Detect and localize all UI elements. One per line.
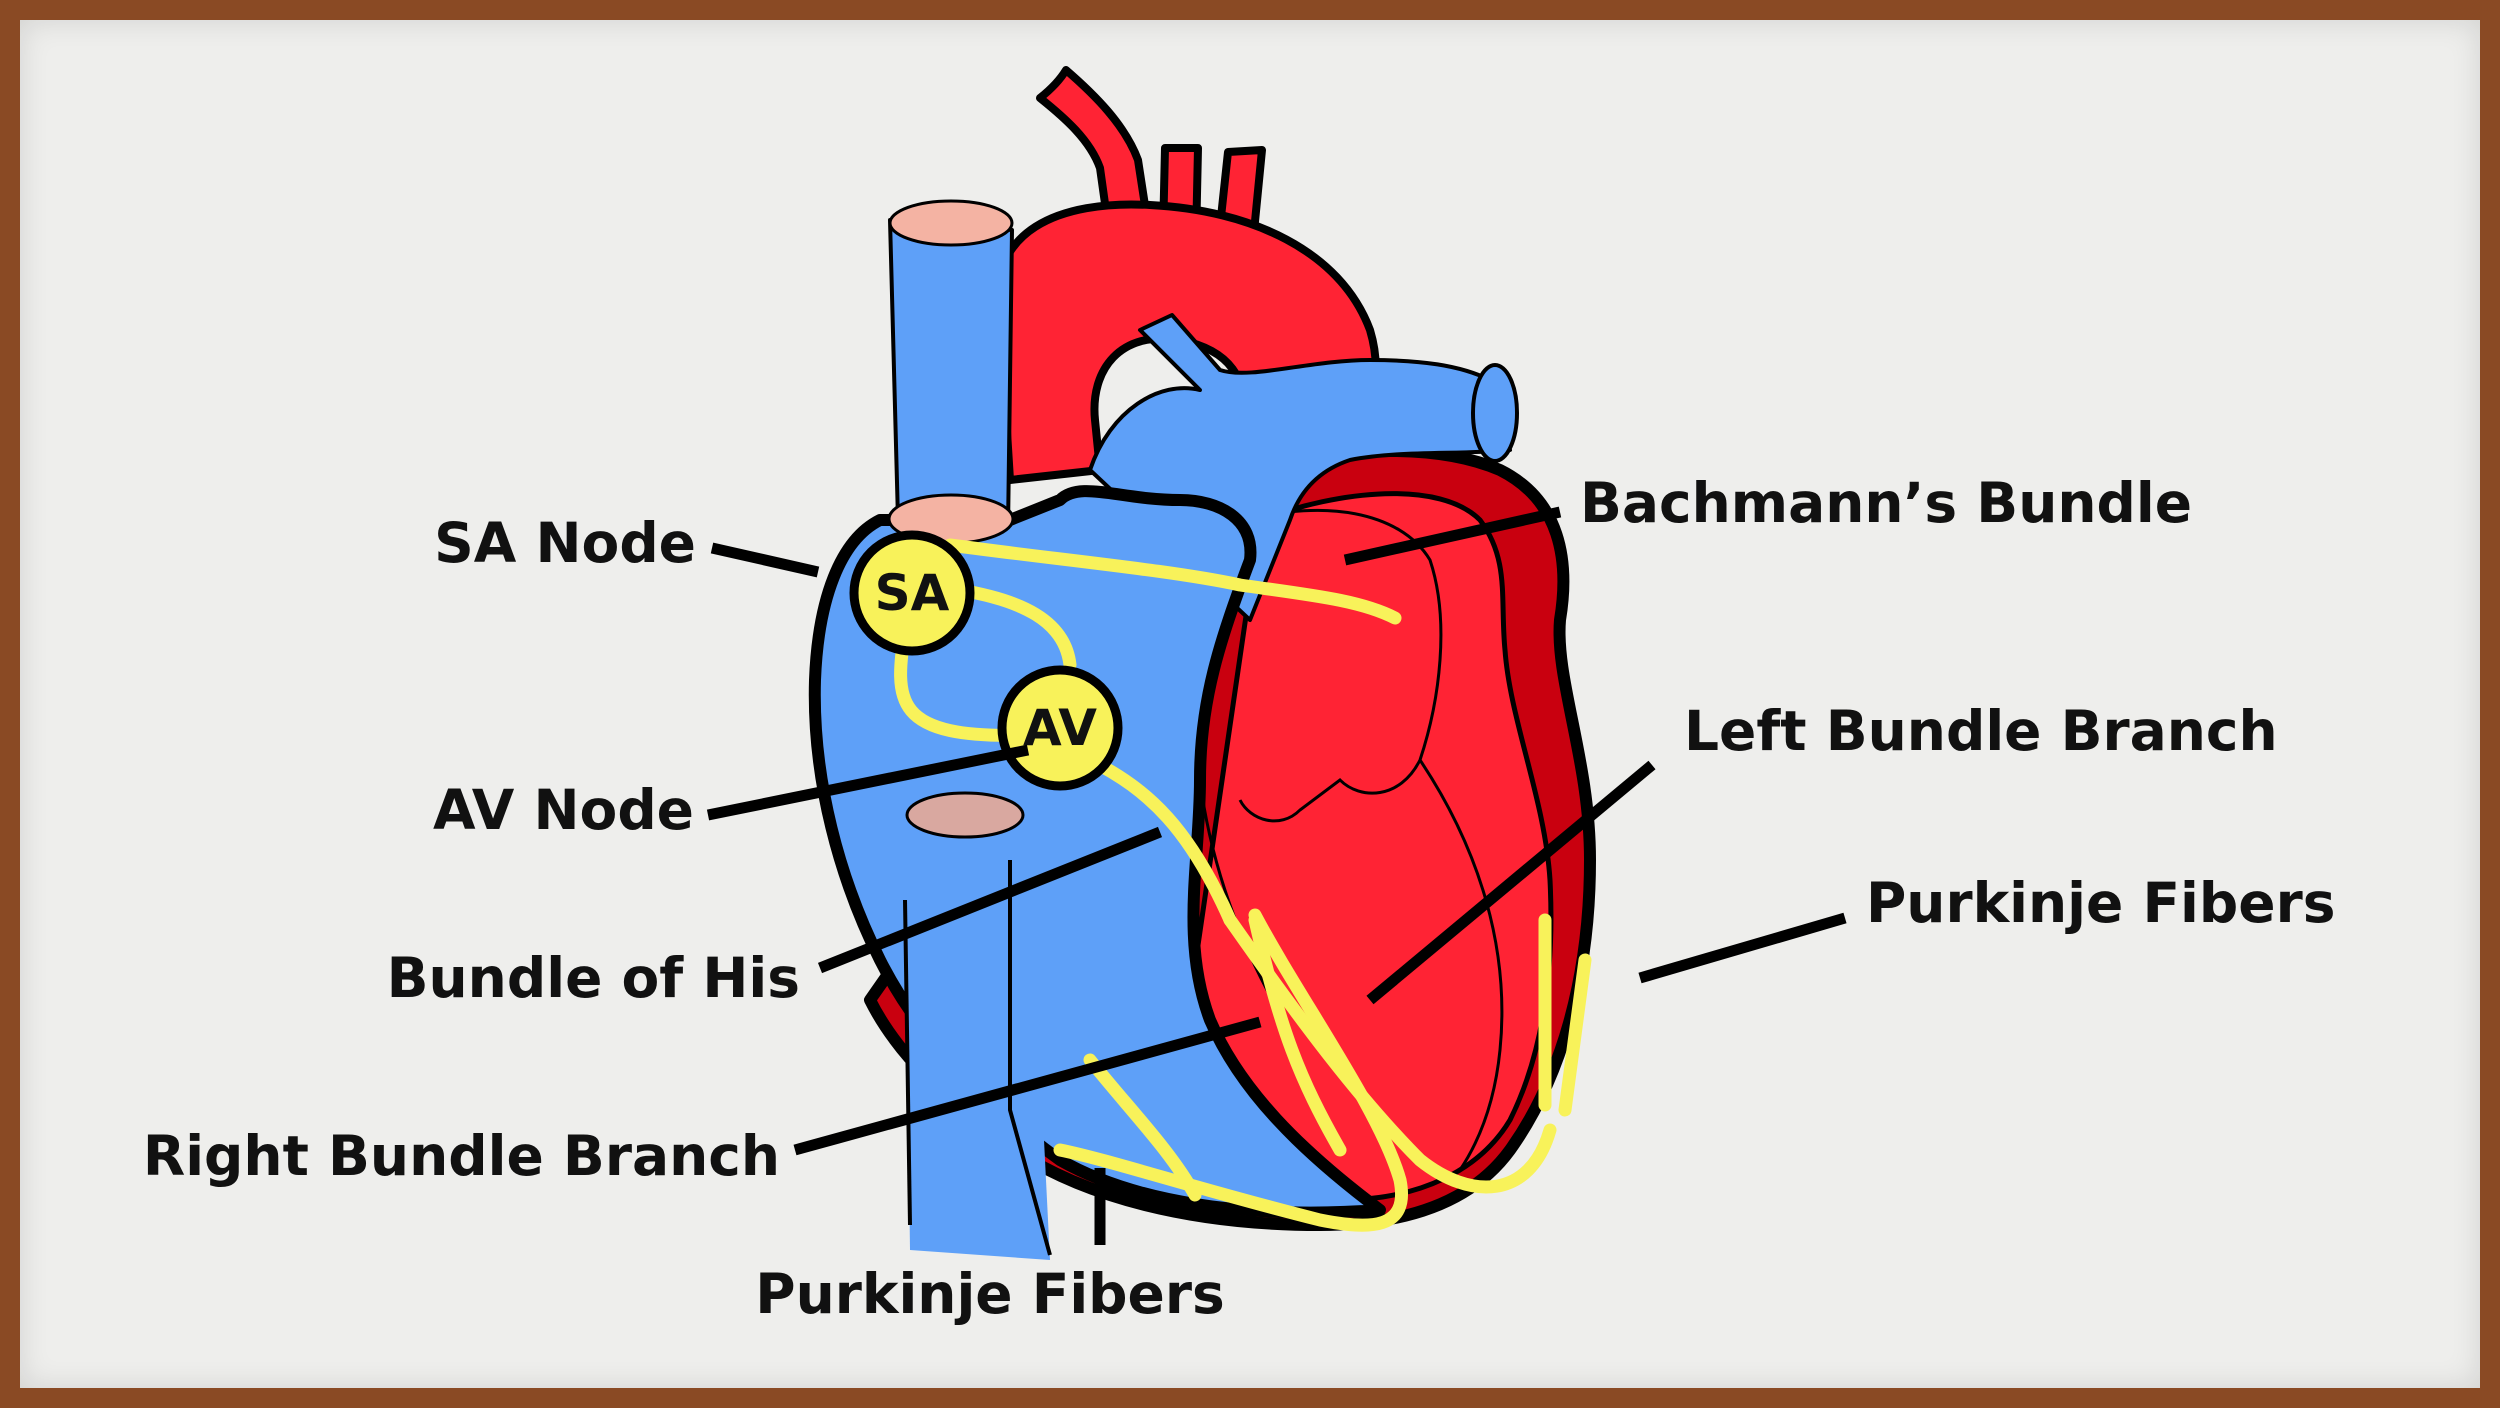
pulmonary-artery-opening xyxy=(1471,363,1519,463)
superior-vena-cava xyxy=(888,218,1014,532)
bundle-of-his-path xyxy=(1083,753,1237,927)
bachmanns-bundle-path xyxy=(943,538,1402,625)
purkinje-right-path-b xyxy=(1558,953,1592,1117)
leader-lines xyxy=(706,506,1847,1245)
sa-node-leader xyxy=(710,542,820,578)
internodal-path-anterior xyxy=(953,583,1077,672)
label-sa-node: SA Node xyxy=(434,511,696,575)
label-purkinje-fibers-right: Purkinje Fibers xyxy=(1866,871,2335,935)
av-node: AV xyxy=(997,665,1123,791)
ivc-left-edge xyxy=(903,899,912,1226)
coronary-sinus-opening xyxy=(905,791,1025,839)
labels: SA Node AV Node Bundle of His Right Bund… xyxy=(143,471,2336,1326)
bachmanns-bundle-leader xyxy=(1343,506,1562,566)
left-bundle-branch-leader xyxy=(1366,760,1656,1005)
ivc-right-edge xyxy=(1008,860,1052,1256)
bundle-of-his-leader xyxy=(817,826,1163,974)
sa-node-text: SA xyxy=(875,564,950,622)
label-bachmanns-bundle: Bachmann’s Bundle xyxy=(1580,471,2192,535)
left-ventricle-edge xyxy=(1418,759,1504,1171)
av-node-text: AV xyxy=(1023,699,1097,757)
label-purkinje-fibers-bottom: Purkinje Fibers xyxy=(755,1262,1224,1326)
purkinje-bottom-path xyxy=(1083,1053,1202,1202)
label-right-bundle-branch: Right Bundle Branch xyxy=(143,1124,780,1188)
internodal-path-posterior xyxy=(894,623,1037,742)
right-bundle-branch-path xyxy=(1053,908,1408,1232)
left-bundle-branch-path xyxy=(1223,913,1557,1194)
right-bundle-branch-leader xyxy=(793,1016,1262,1156)
aortic-branch-left xyxy=(1036,66,1152,229)
label-bundle-of-his: Bundle of His xyxy=(387,946,800,1010)
purkinje-right-leader xyxy=(1638,912,1847,984)
left-atrium-detail xyxy=(1238,508,1443,823)
conduction-system xyxy=(894,538,1592,1232)
svc-opening xyxy=(888,199,1014,247)
av-node-leader xyxy=(706,744,1030,821)
inferior-vena-cava xyxy=(905,860,1050,1260)
label-av-node: AV Node xyxy=(433,778,694,842)
sa-node: SA xyxy=(849,530,975,656)
label-left-bundle-branch: Left Bundle Branch xyxy=(1684,699,2278,763)
right-bundle-inner-path xyxy=(1248,913,1347,1157)
